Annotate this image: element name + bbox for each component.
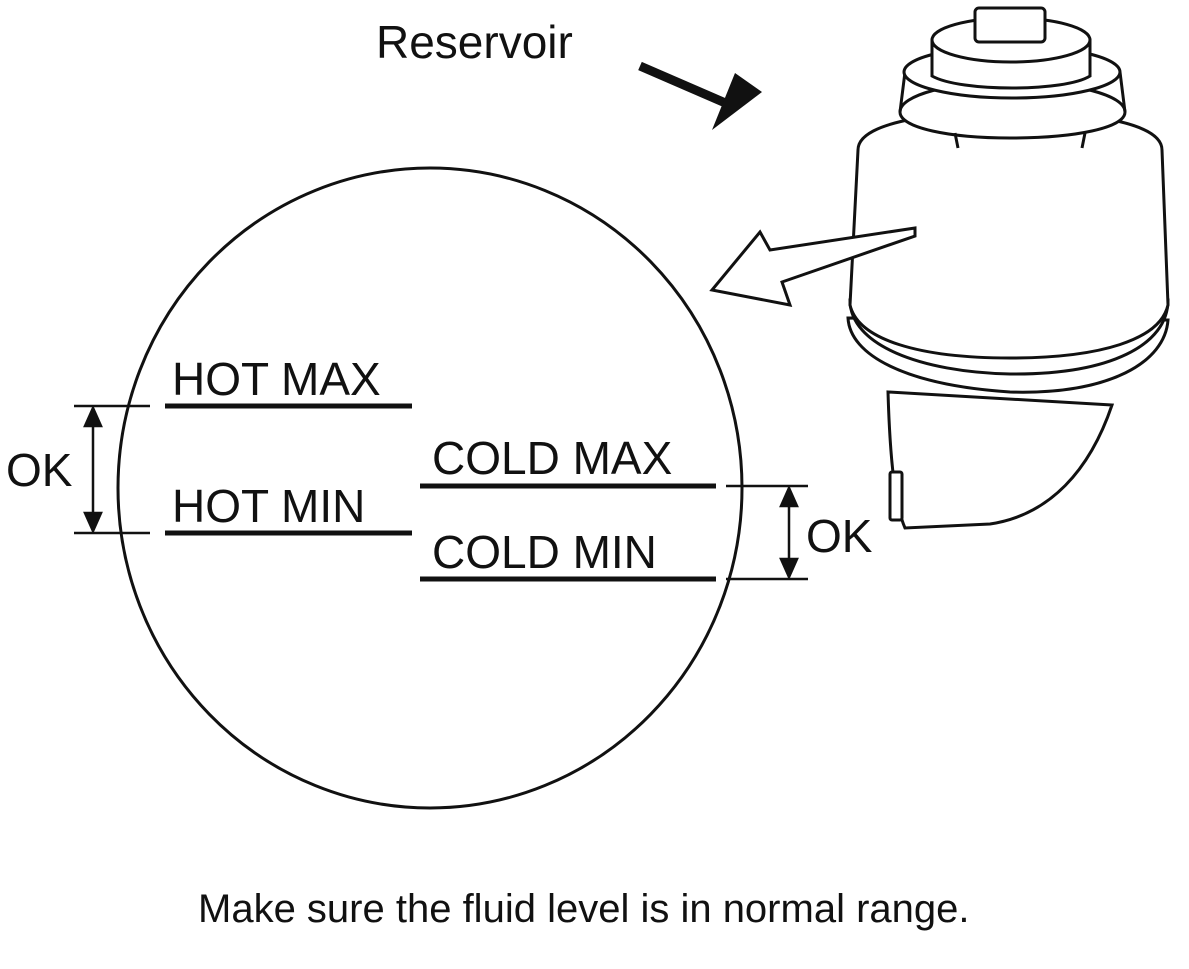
caption: Make sure the fluid level is in normal r… (198, 887, 969, 931)
reservoir-pointer-arrow (638, 61, 762, 130)
cold-ok-range-indicator (726, 484, 808, 581)
magnified-level-circle (116, 166, 744, 810)
hot-ok-label: OK (6, 444, 73, 496)
cold-min-label: COLD MIN (432, 526, 657, 578)
reservoir-label: Reservoir (376, 16, 573, 68)
cold-ok-label: OK (806, 510, 873, 562)
hot-max-label: HOT MAX (172, 353, 381, 405)
zoom-callout-arrow (709, 226, 917, 307)
hot-min-label: HOT MIN (172, 480, 365, 532)
hot-ok-range-indicator (74, 404, 150, 535)
cold-max-label: COLD MAX (432, 432, 672, 484)
reservoir-tank-illustration (846, 6, 1170, 530)
